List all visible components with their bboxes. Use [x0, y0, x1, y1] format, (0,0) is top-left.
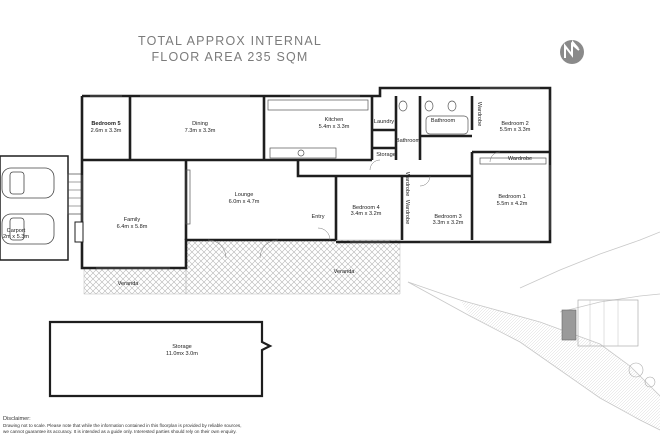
room-storage-big-dims: 11.0mx 3.0m — [166, 351, 198, 357]
disclaimer: Disclaimer: Drawing not to scale. Please… — [3, 416, 303, 435]
veranda-right-area — [185, 239, 401, 295]
disclaimer-line1: Drawing not to scale. Please note that w… — [3, 423, 242, 428]
room-kitchen-dims: 5.4m x 3.3m — [319, 124, 350, 130]
wardrobe-bedroom3-label: Wardrobe — [404, 200, 410, 224]
room-bedroom1-dims: 5.5m x 4.2m — [497, 201, 528, 207]
disclaimer-line2: we cannot guarantee its accuracy. It is … — [3, 429, 237, 434]
fixtures — [74, 99, 547, 243]
room-laundry-name: Laundry — [374, 119, 394, 125]
room-bedroom2-name: Bedroom 2 — [501, 121, 528, 127]
room-storage-small-name: Storage — [376, 152, 396, 158]
veranda-right-label: Veranda — [334, 269, 356, 275]
room-bedroom1-name: Bedroom 1 — [498, 194, 525, 200]
disclaimer-title: Disclaimer: — [3, 416, 31, 422]
room-dining-name: Dining — [192, 121, 208, 127]
door-swings — [207, 151, 501, 259]
room-lounge-name: Lounge — [235, 192, 254, 198]
wardrobe-bedroom4-label: Wardrobe — [404, 172, 410, 196]
room-family-dims: 6.4m x 5.8m — [117, 224, 148, 230]
room-storage-big-name: Storage — [172, 344, 192, 350]
room-bedroom3-name: Bedroom 3 — [434, 214, 461, 220]
room-family-name: Family — [124, 217, 141, 223]
room-carport-name: Carport — [7, 228, 26, 234]
storage-shed — [48, 320, 273, 398]
room-entry-name: Entry — [311, 214, 324, 220]
room-bathroom-name: Bathroom — [431, 118, 456, 124]
neighbour-structure — [561, 299, 656, 388]
floor-area-value: FLOOR AREA 235 SQM — [151, 50, 309, 64]
room-carport-dims: 2m x 5.3m — [3, 234, 29, 240]
site-hatch — [460, 300, 660, 430]
room-bedroom5-dims: 2.6m x 3.3m — [91, 128, 122, 134]
carport-area — [0, 155, 83, 261]
room-bathroom-small-name: Bathroom — [396, 138, 421, 144]
room-lounge-dims: 6.0m x 4.7m — [229, 199, 260, 205]
wardrobe-bedroom1-label: Wardrobe — [508, 156, 532, 162]
room-bedroom4-name: Bedroom 4 — [352, 205, 379, 211]
room-bedroom3-dims: 3.3m x 3.2m — [433, 220, 464, 226]
room-bedroom4-dims: 3.4m x 3.2m — [351, 211, 382, 217]
wardrobe-bedroom2-label: Wardrobe — [476, 102, 482, 126]
room-kitchen-name: Kitchen — [325, 117, 344, 123]
north-arrow-icon — [560, 40, 584, 64]
floor-area-title: TOTAL APPROX INTERNAL — [137, 34, 323, 48]
room-bedroom5-name: Bedroom 5 — [91, 121, 120, 127]
room-dining-dims: 7.3m x 3.3m — [185, 128, 216, 134]
room-bedroom2-dims: 5.5m x 3.3m — [500, 127, 531, 133]
veranda-left-label: Veranda — [118, 281, 140, 287]
